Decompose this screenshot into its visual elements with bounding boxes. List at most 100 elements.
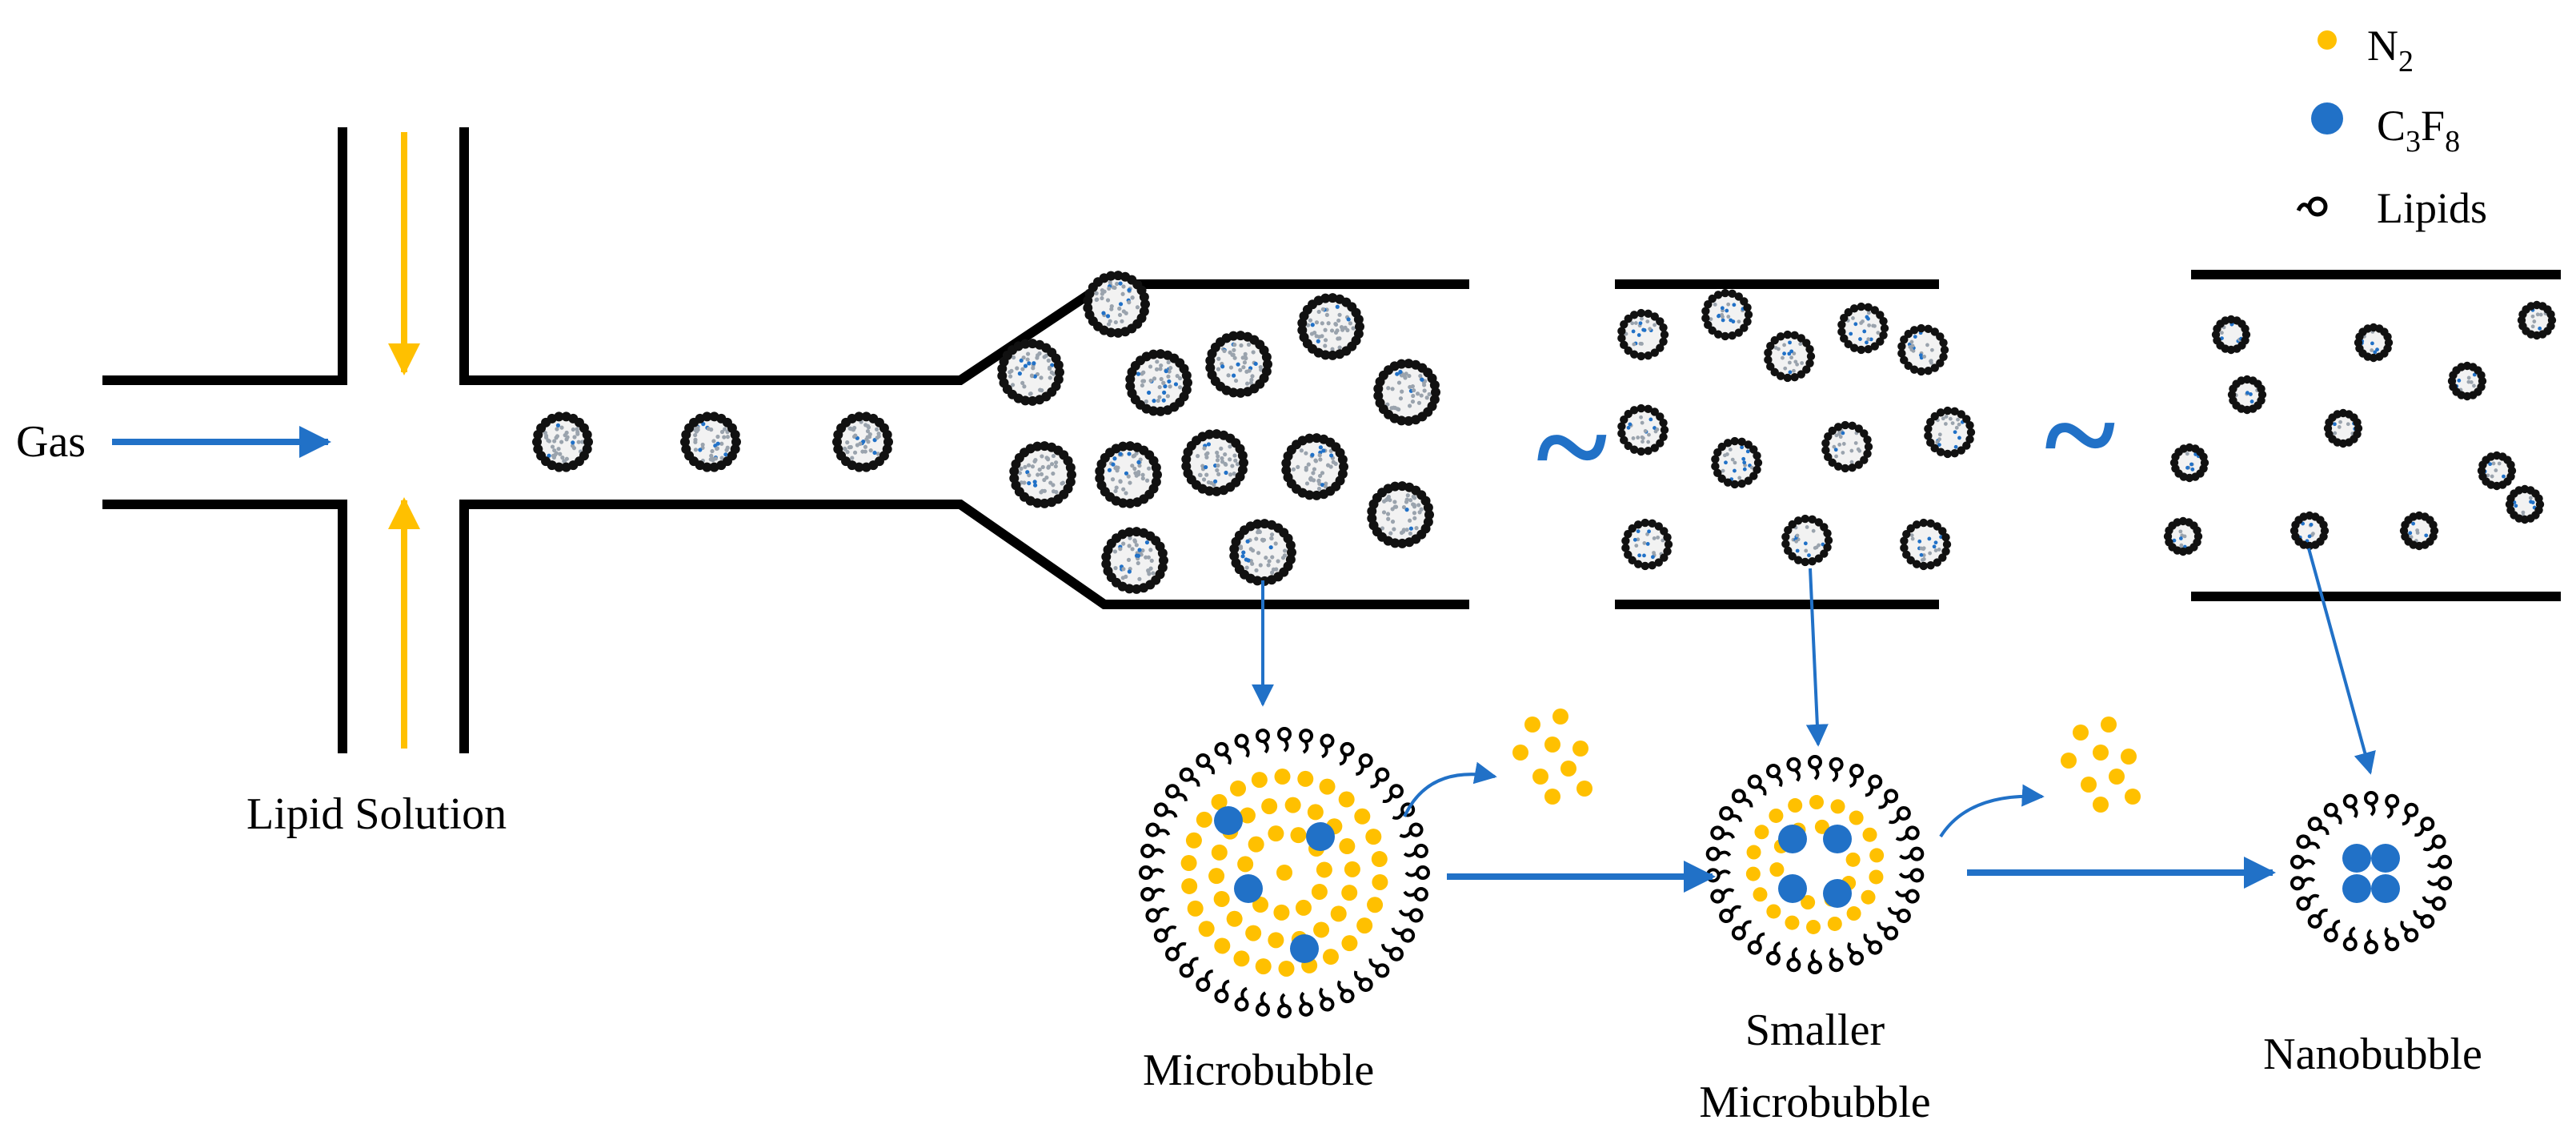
- smaller-microbubble-detail: [1705, 755, 1925, 974]
- n2-molecule: [1239, 807, 1256, 824]
- downstream-channels: [1615, 270, 2561, 609]
- bubble-details: [1139, 727, 2453, 1018]
- c3f8-molecule: [1306, 822, 1335, 851]
- n2-molecule: [1809, 795, 1824, 810]
- channel-bubble: [1621, 518, 1673, 571]
- smaller-microbubble-label-line1: Smaller: [1745, 1006, 1885, 1055]
- n2-molecule: [1211, 844, 1228, 861]
- channel-bubble: [1083, 271, 1150, 338]
- n2-molecule: [1322, 949, 1339, 965]
- n2-molecule: [1785, 915, 1800, 930]
- n2-molecule: [1754, 825, 1769, 840]
- channel-bubble: [1711, 436, 1763, 489]
- n2-molecule: [1861, 889, 1876, 905]
- c3f8-molecule: [1290, 934, 1319, 963]
- n2-molecule: [1316, 861, 1332, 878]
- n2-molecule: [1297, 770, 1314, 787]
- junction-channel: [102, 127, 1469, 753]
- c3f8-molecule: [1778, 825, 1807, 853]
- n2-molecule: [1869, 848, 1885, 863]
- c3f8-molecule: [2371, 844, 2400, 873]
- n2-molecule: [1769, 862, 1785, 877]
- channel-bubble: [832, 411, 893, 472]
- n2-molecule: [1830, 799, 1845, 814]
- n2-molecule: [1311, 883, 1328, 900]
- channel-bubble: [1205, 331, 1272, 398]
- gas-label: Gas: [16, 417, 86, 467]
- n2-molecule: [1753, 887, 1768, 902]
- channel-bubble: [1781, 514, 1833, 567]
- n2-molecule: [1180, 855, 1197, 872]
- channel-bubble: [1281, 433, 1348, 500]
- n2-molecule: [1181, 877, 1198, 894]
- legend-lipids-label: Lipids: [2377, 184, 2487, 232]
- c3f8-molecule: [2342, 844, 2371, 873]
- n2-molecule: [1255, 958, 1272, 975]
- n2-escape-arrows: [1403, 761, 2045, 838]
- channel-bubbles: [532, 271, 2557, 594]
- c3f8-molecule: [2371, 874, 2400, 903]
- n2-molecule: [1338, 791, 1355, 808]
- n2-molecule: [1849, 810, 1864, 825]
- channel-bubble: [1373, 359, 1440, 426]
- channel-bubble: [1924, 406, 1976, 459]
- n2-molecule: [1295, 899, 1312, 916]
- n2-molecule: [1341, 885, 1358, 901]
- n2-molecule: [1307, 804, 1324, 821]
- channel-bubble: [1837, 302, 1889, 355]
- channel-bubble: [1764, 330, 1816, 383]
- n2-molecule: [1367, 897, 1384, 913]
- n2-molecule: [1869, 869, 1884, 885]
- channel-bubble: [2290, 511, 2330, 551]
- channel-bubble: [1701, 288, 1753, 341]
- microbubble-label: Microbubble: [1143, 1046, 1374, 1095]
- channel-bubble: [1367, 481, 1434, 548]
- channel-bubble: [2505, 484, 2545, 524]
- n2-molecule: [1354, 808, 1371, 825]
- n2-molecule: [1290, 827, 1307, 844]
- n2-molecule: [1268, 825, 1284, 842]
- c3f8-molecule: [1234, 874, 1263, 903]
- n2-molecule: [1198, 921, 1215, 937]
- n2-molecule: [1284, 797, 1301, 813]
- c3f8-molecule: [1823, 825, 1852, 853]
- n2-molecule: [1372, 873, 1388, 890]
- n2-molecule: [1745, 866, 1761, 881]
- n2-molecule: [1814, 819, 1829, 834]
- n2-molecule: [1319, 778, 1336, 795]
- channel-bubble: [1897, 323, 1949, 376]
- n2-molecule: [1187, 900, 1204, 917]
- n2-molecule: [1371, 851, 1388, 868]
- n2-molecule: [1214, 937, 1231, 954]
- n2-molecule: [1248, 836, 1264, 853]
- channel-bubble: [1095, 441, 1162, 508]
- channel-bubble: [1617, 308, 1669, 361]
- channel-bubble: [2227, 375, 2267, 415]
- n2-molecule: [1251, 772, 1268, 789]
- channel-bubble: [1617, 403, 1669, 456]
- nanobubble-detail: [2290, 791, 2453, 954]
- c3f8-molecule: [1778, 874, 1807, 903]
- legend-n2-label: N2: [2367, 22, 2414, 78]
- n2-molecule: [1268, 932, 1284, 949]
- n2-molecule: [1274, 769, 1291, 785]
- c3f8-molecule: [1823, 879, 1852, 908]
- n2-molecule: [1766, 904, 1781, 919]
- n2-molecule: [1226, 910, 1243, 927]
- smaller-microbubble-label-line2: Microbubble: [1699, 1078, 1930, 1127]
- channel-bubble: [1181, 429, 1248, 496]
- channel-bubble: [532, 411, 593, 472]
- channel-bubble: [1229, 519, 1296, 586]
- n2-molecule: [1788, 798, 1803, 813]
- nanobubble-label: Nanobubble: [2263, 1030, 2482, 1079]
- n2-molecule: [1341, 935, 1358, 952]
- n2-molecule: [1233, 950, 1250, 967]
- n2-molecule: [1185, 832, 1202, 849]
- n2-molecule: [1278, 960, 1295, 977]
- c3f8-molecule: [2342, 874, 2371, 903]
- n2-molecule: [1746, 845, 1761, 860]
- n2-molecule: [1356, 917, 1373, 934]
- channel-bubble: [1297, 293, 1364, 360]
- n2-molecule: [1196, 811, 1212, 828]
